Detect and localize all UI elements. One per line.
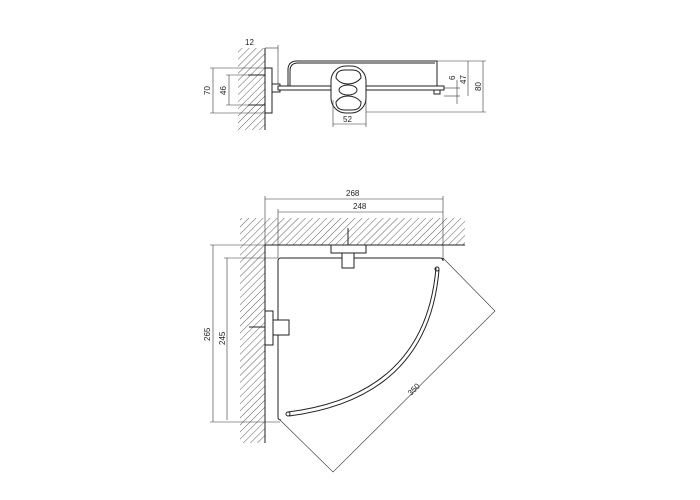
left-bracket — [249, 310, 290, 346]
dim-label: 12 — [245, 38, 254, 47]
dimension-350: 350 — [406, 381, 422, 397]
wall-hatch — [238, 48, 265, 130]
dimension-6: 6 — [444, 75, 460, 104]
dim-label: 6 — [448, 75, 457, 80]
dimension-268: 268 — [264, 189, 444, 258]
plan-view: 268 248 265 245 350 — [203, 189, 496, 473]
dim-label: 70 — [203, 86, 212, 95]
dim-label: 52 — [343, 115, 352, 124]
dimension-248: 248 — [277, 202, 443, 258]
rail — [287, 267, 437, 413]
wall-hatch-top — [240, 218, 465, 245]
dim-label: 80 — [474, 82, 483, 91]
dim-label: 248 — [353, 202, 367, 211]
dimension-52: 52 — [332, 100, 367, 127]
glass-shelf — [277, 257, 444, 421]
dimension-70: 70 — [203, 67, 265, 114]
rail — [287, 60, 438, 91]
bowl-holder — [330, 65, 367, 114]
dimension-47: 47 — [437, 60, 486, 96]
dim-label: 245 — [218, 331, 227, 345]
dim-label: 46 — [219, 86, 228, 95]
dimension-46: 46 — [219, 74, 248, 106]
wall-hatch-left — [240, 245, 265, 443]
dim-label: 268 — [346, 189, 360, 198]
dimension-80: 80 — [366, 61, 486, 113]
dimension-265: 265 — [203, 244, 280, 423]
dim-label: 47 — [459, 75, 468, 84]
dimension-12: 12 — [245, 38, 279, 84]
wall-plate — [264, 67, 273, 114]
side-view: 12 70 46 52 6 47 80 — [203, 38, 486, 130]
top-bracket — [330, 228, 367, 269]
dim-label: 265 — [203, 327, 212, 341]
dimension-245: 245 — [218, 257, 278, 420]
screw-icon — [248, 74, 265, 106]
